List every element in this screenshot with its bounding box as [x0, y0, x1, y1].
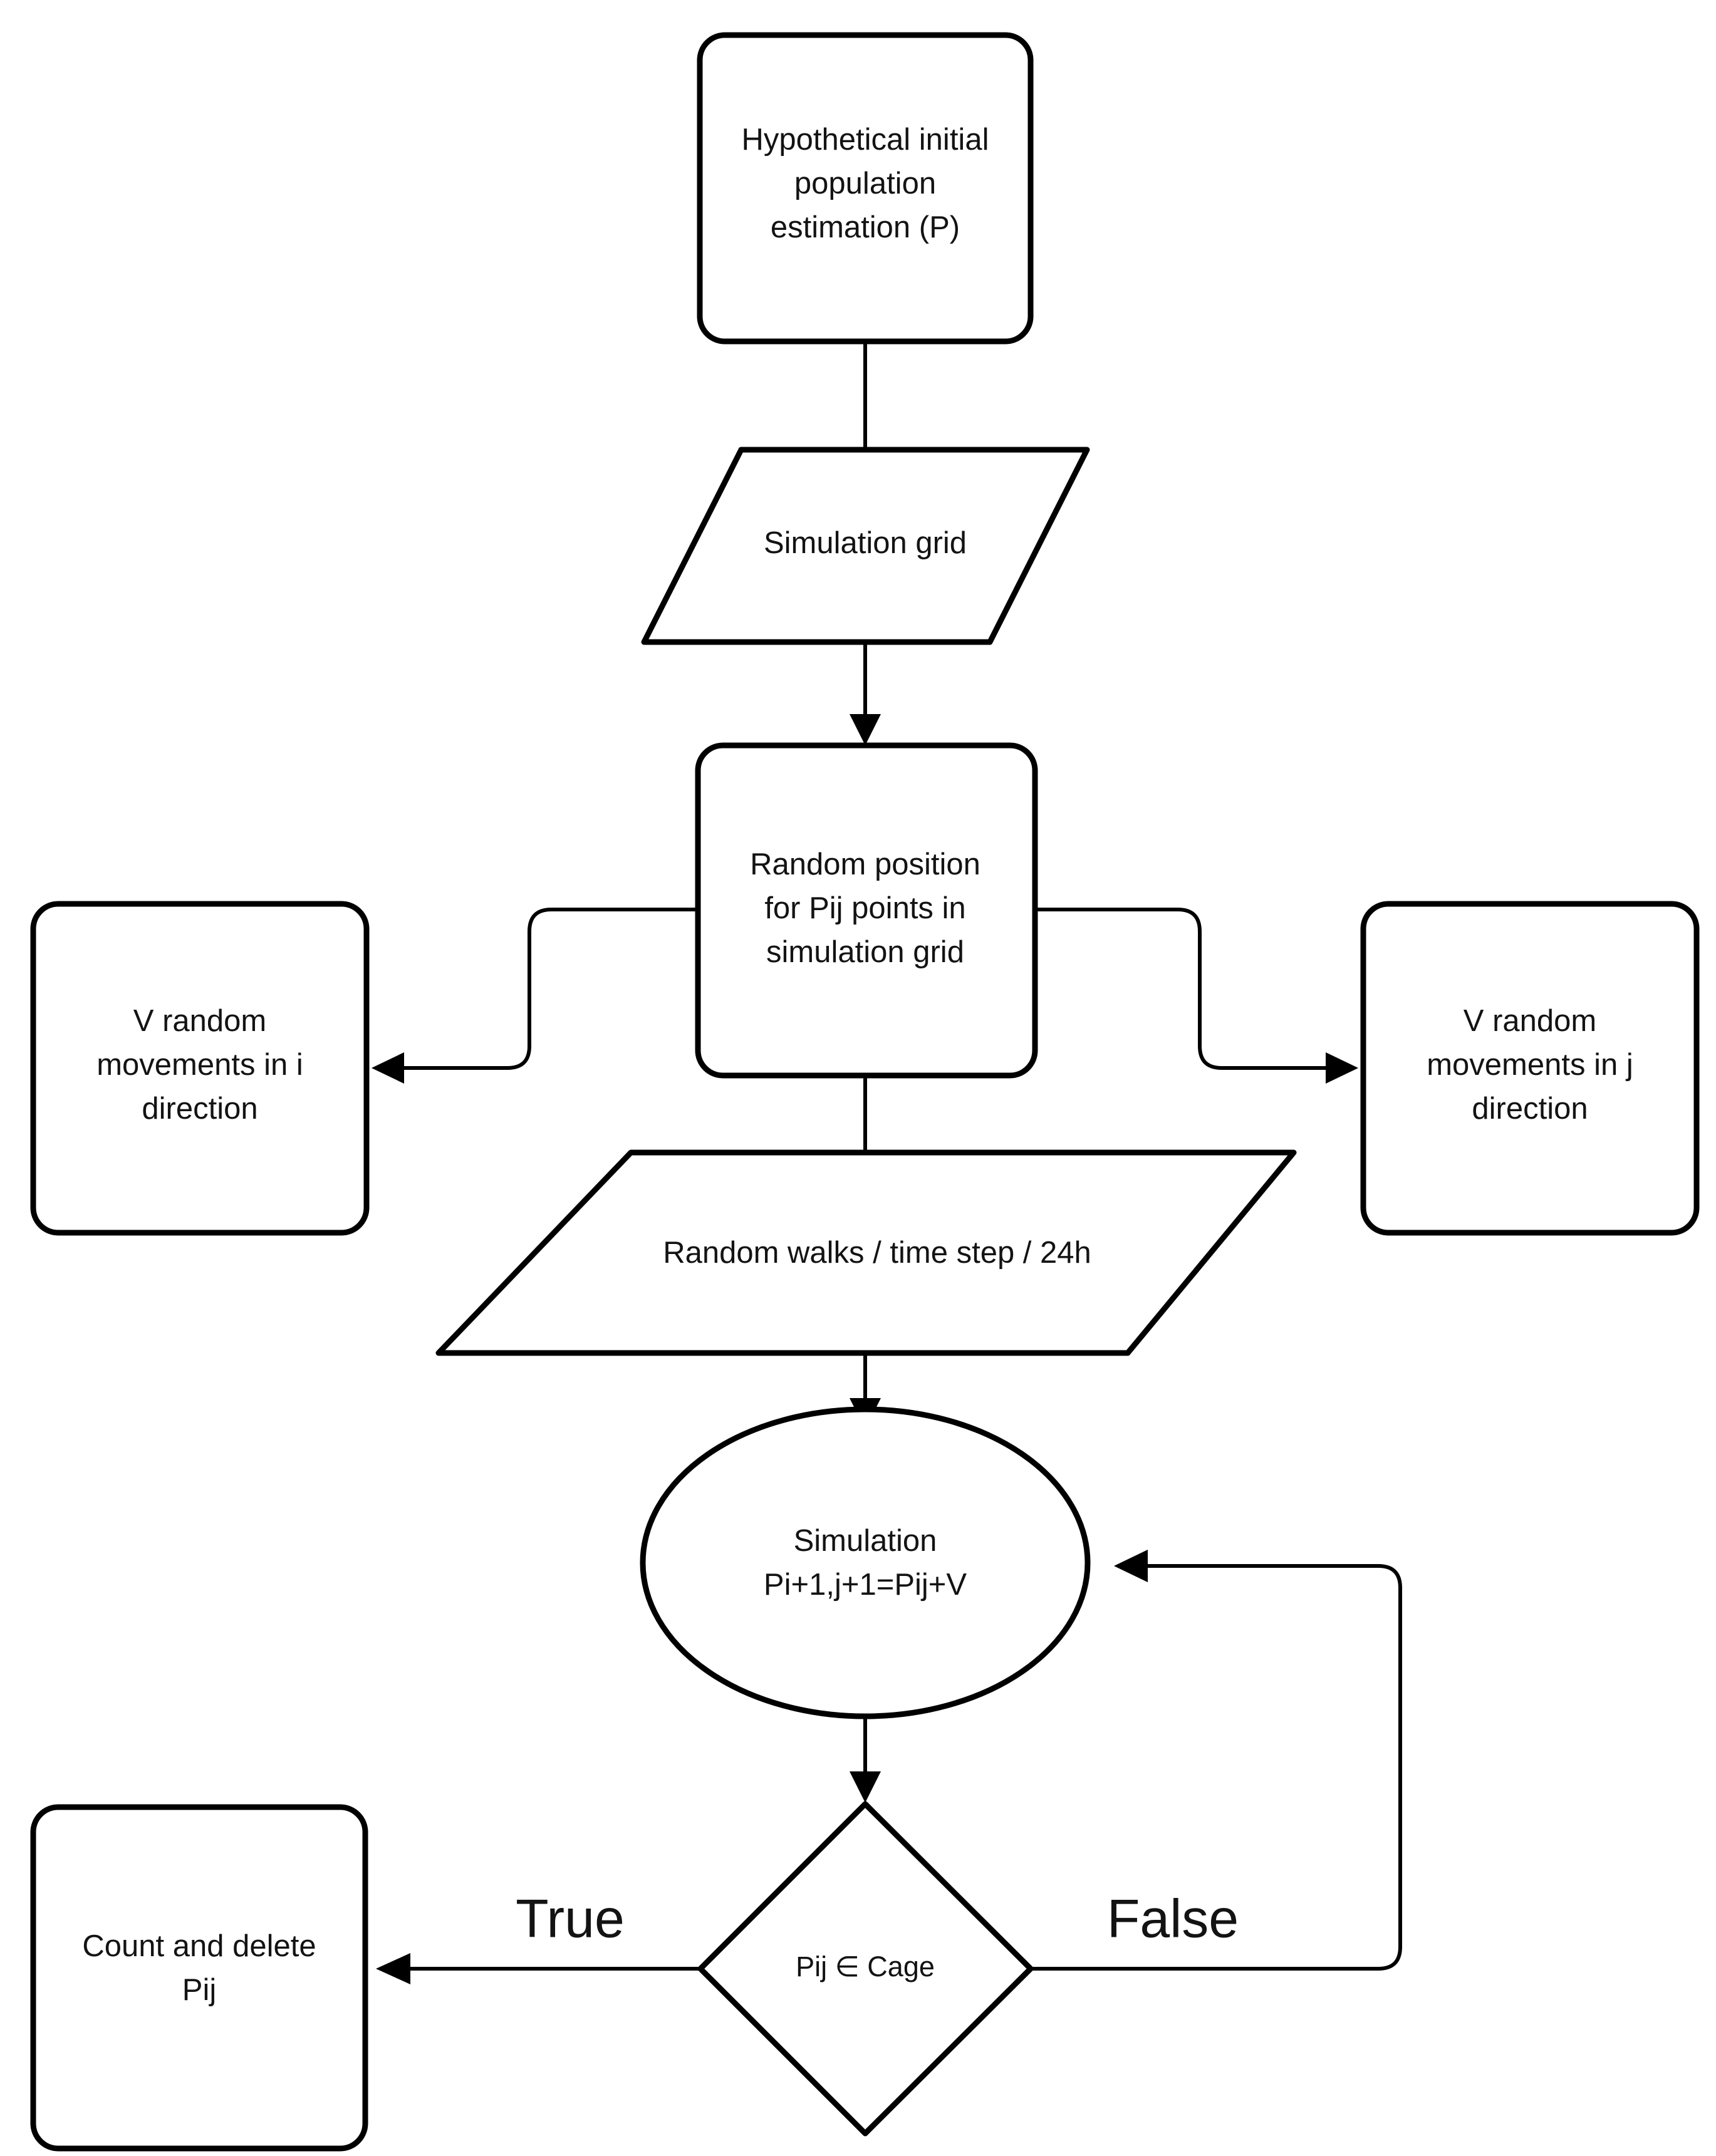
count-delete-line-2: Pij [182, 1973, 216, 2007]
random-walks-parallelogram[interactable] [435, 1149, 1297, 1356]
cage-decision-label: Pij ∈ Cage [796, 1951, 935, 1982]
edge-decision-false-loopback [1031, 1550, 1402, 1971]
initial-population-line-3: estimation (P) [771, 210, 960, 244]
movements-i-line-3: direction [142, 1092, 257, 1126]
node-movements-i[interactable]: V random movements in i direction [30, 901, 370, 1236]
edge-label-false: False [1107, 1889, 1239, 1949]
edge-label-true: True [516, 1889, 625, 1949]
movements-i-line-2: movements in i [96, 1048, 303, 1082]
node-movements-j[interactable]: V random movements in j direction [1360, 901, 1700, 1236]
random-position-box[interactable] [695, 742, 1038, 1079]
edge-random-position-to-movements-i [372, 908, 695, 1084]
edge-grid-to-random-position [850, 642, 881, 745]
count-delete-line-1: Count and delete [82, 1929, 316, 1963]
random-position-line-1: Random position [750, 847, 980, 881]
edge-decision-true-to-count-delete [376, 1953, 700, 1984]
movements-i-line-1: V random [133, 1004, 266, 1038]
node-random-walks[interactable]: Random walks / time step / 24h [435, 1149, 1297, 1356]
random-position-line-3: simulation grid [766, 935, 964, 969]
simulation-grid-label: Simulation grid [764, 526, 967, 560]
movements-j-line-3: direction [1472, 1092, 1588, 1126]
node-random-position[interactable]: Random position for Pij points in simula… [695, 742, 1038, 1079]
simulation-line-2: Pi+1,j+1=Pij+V [764, 1568, 967, 1602]
movements-j-line-1: V random [1464, 1004, 1596, 1038]
movements-j-box[interactable] [1360, 901, 1700, 1236]
initial-population-line-2: population [794, 167, 936, 200]
cage-decision-diamond[interactable] [697, 1801, 1034, 2137]
node-simulation-grid[interactable]: Simulation grid [641, 447, 1090, 645]
simulation-line-1: Simulation [794, 1524, 937, 1558]
node-cage-decision[interactable]: Pij ∈ Cage [697, 1801, 1034, 2137]
edge-random-position-to-movements-j [1035, 908, 1358, 1084]
node-simulation[interactable]: Simulation Pi+1,j+1=Pij+V [640, 1406, 1091, 1719]
initial-population-line-1: Hypothetical initial [742, 123, 989, 157]
count-delete-box[interactable] [30, 1804, 368, 2152]
simulation-grid-parallelogram[interactable] [641, 447, 1090, 645]
initial-population-box[interactable] [697, 32, 1034, 345]
movements-j-line-2: movements in j [1427, 1048, 1633, 1082]
simulation-ellipse[interactable] [640, 1406, 1091, 1719]
node-initial-population[interactable]: Hypothetical initial population estimati… [697, 32, 1034, 345]
random-walks-label: Random walks / time step / 24h [663, 1236, 1091, 1270]
movements-i-box[interactable] [30, 901, 370, 1236]
random-position-line-2: for Pij points in [764, 891, 965, 925]
node-count-delete[interactable]: Count and delete Pij [30, 1804, 368, 2152]
